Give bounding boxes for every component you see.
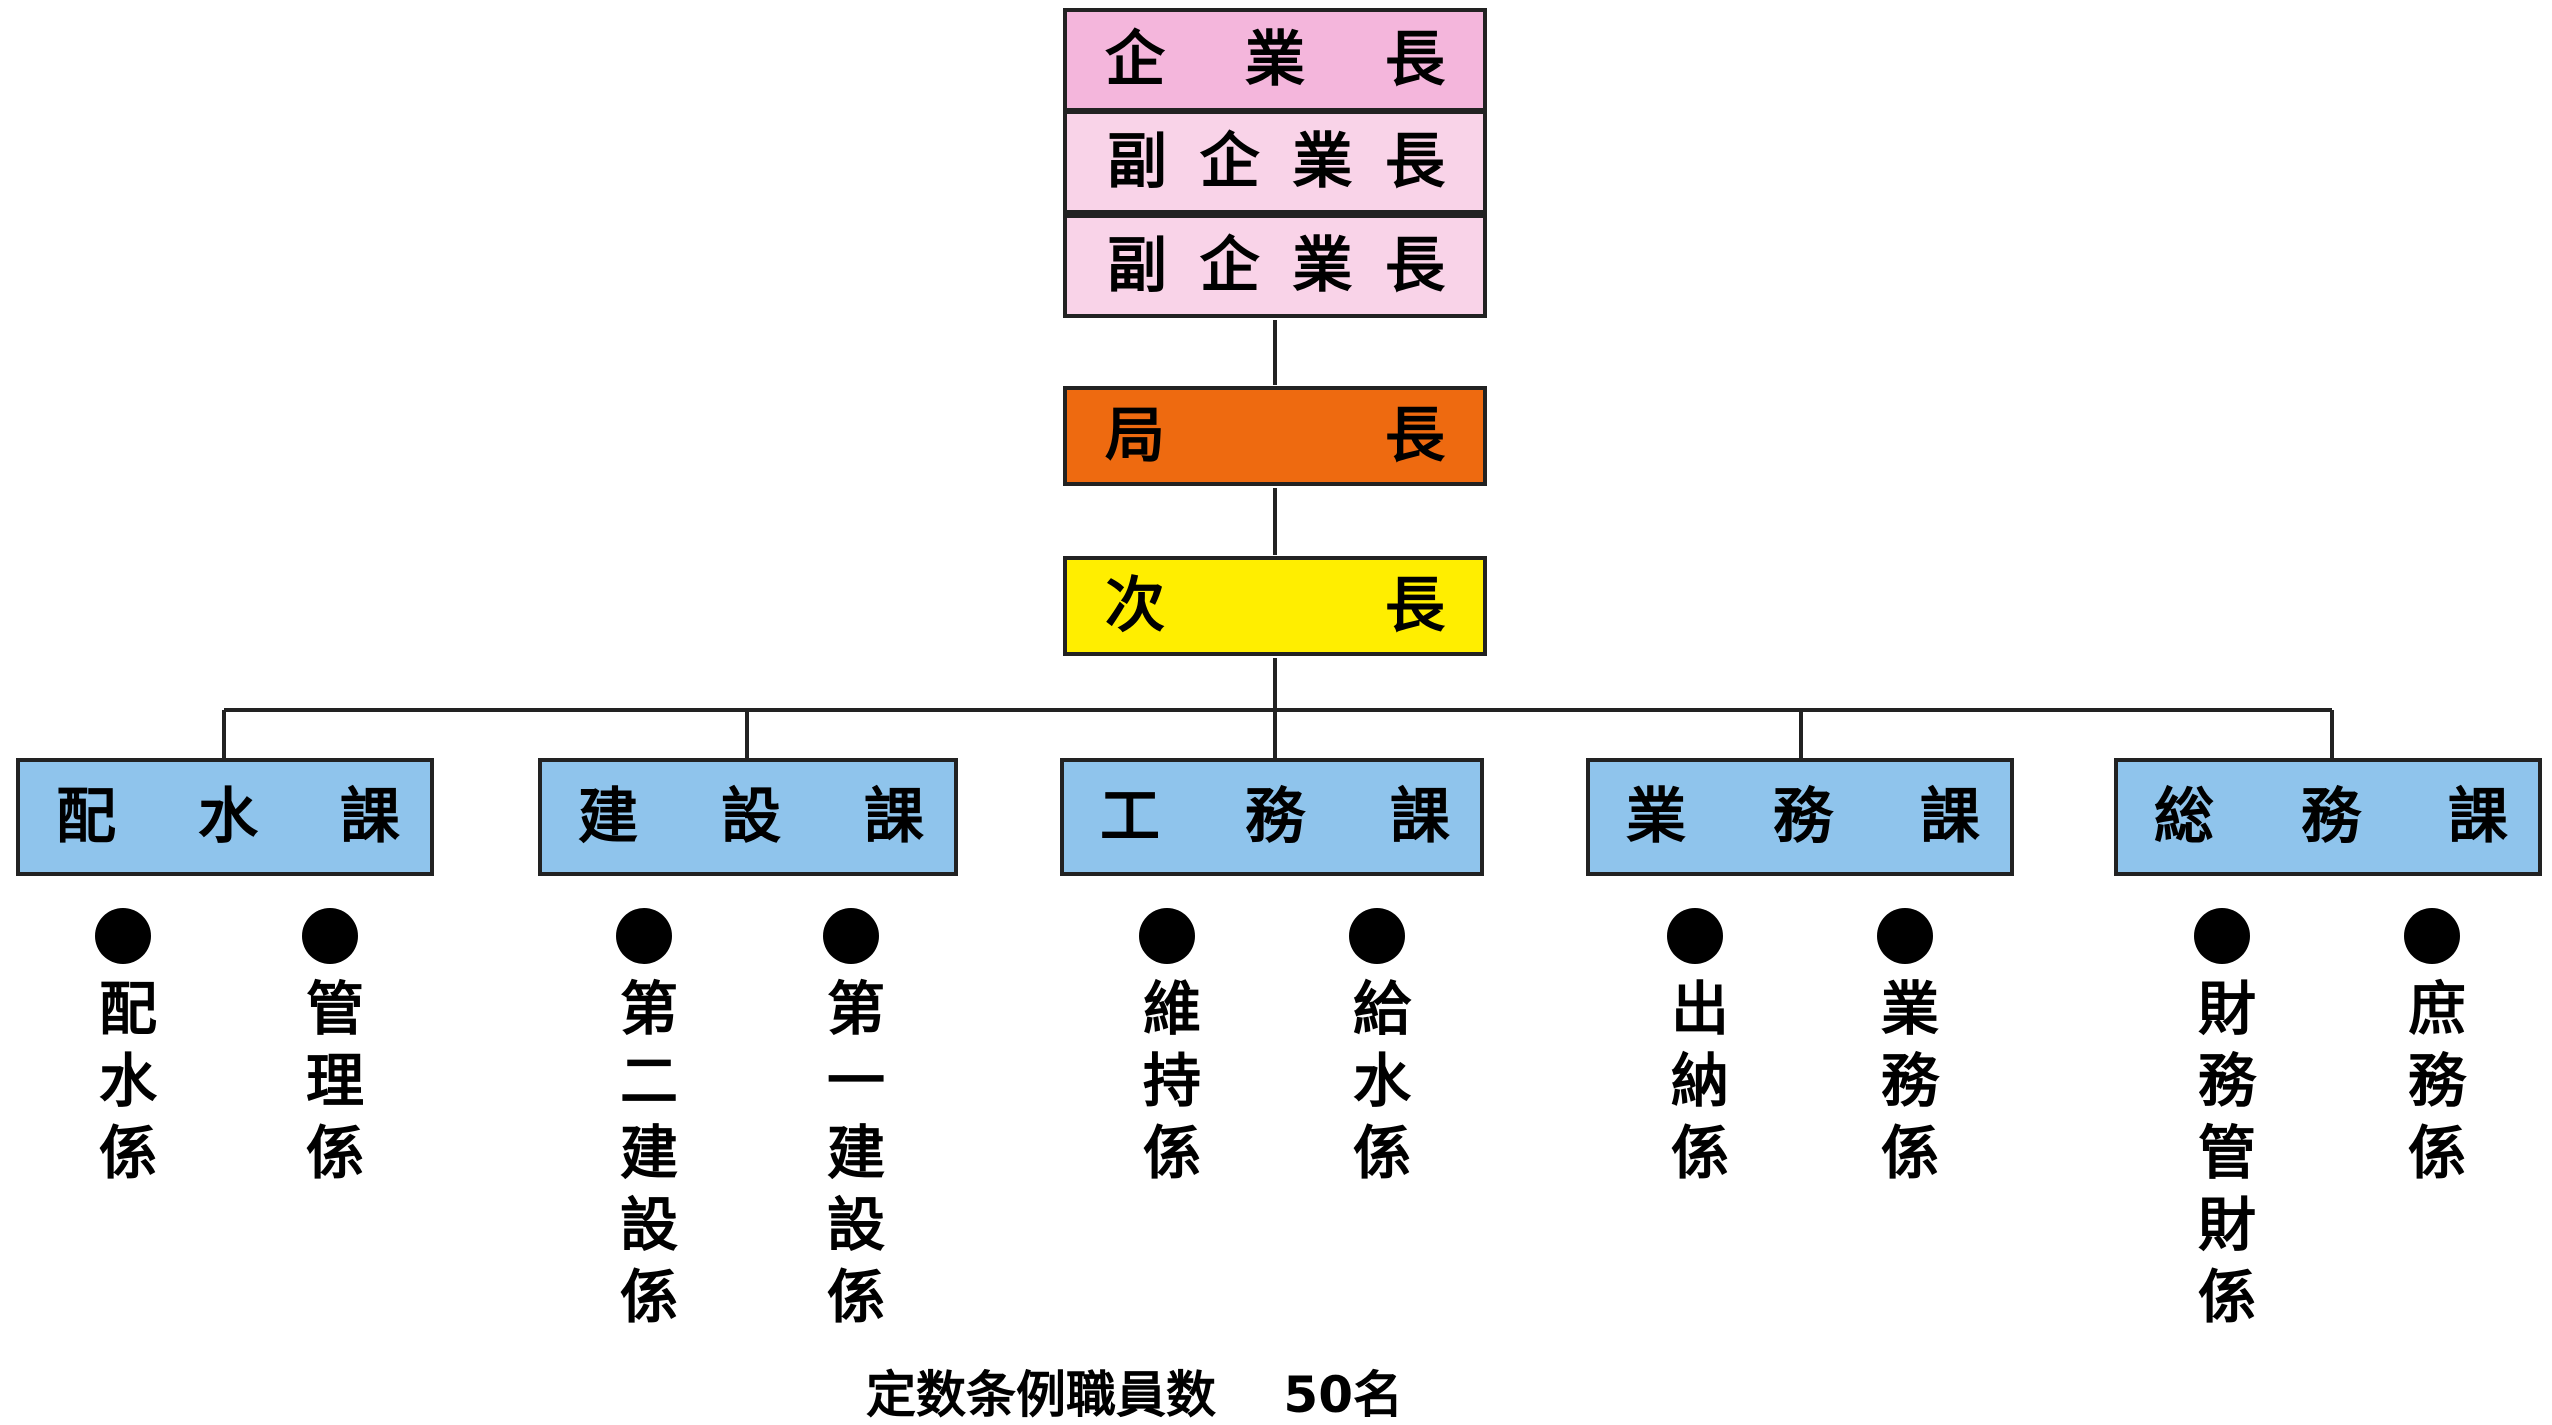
- deputy-director-char: 長: [1385, 571, 1445, 641]
- bullet-dot: [616, 908, 672, 964]
- section-kanri-gakari: 管理係: [290, 908, 370, 1194]
- staff-quota-note: 定数条例職員数 50名: [866, 1366, 1403, 1424]
- section-label: 管理係: [296, 978, 364, 1194]
- bullet-dot: [302, 908, 358, 964]
- director-box: 局 長: [1063, 386, 1487, 486]
- section-label: 業務係: [1871, 978, 1939, 1194]
- vice-executive-char: 長: [1384, 127, 1445, 197]
- executive-char: 企: [1105, 25, 1165, 95]
- executive-char: 長: [1385, 25, 1445, 95]
- department-char: 水: [198, 782, 258, 852]
- department-char: 設: [721, 782, 781, 852]
- section-label: 第一建設係: [817, 978, 885, 1338]
- vice-executive-char: 長: [1384, 231, 1445, 301]
- department-box-gyoumu: 業 務 課: [1586, 758, 2014, 876]
- director-char: 局: [1105, 401, 1165, 471]
- vice-executive-char: 副: [1107, 127, 1167, 197]
- bullet-dot: [1349, 908, 1405, 964]
- department-char: 総: [2154, 782, 2214, 852]
- department-box-haisui: 配 水 課: [16, 758, 434, 876]
- deputy-director-char: 次: [1105, 571, 1165, 641]
- bullet-dot: [1667, 908, 1723, 964]
- department-char: 課: [864, 782, 924, 852]
- section-shomu-gakari: 庶務係: [2392, 908, 2472, 1194]
- bullet-dot: [1139, 908, 1195, 964]
- department-box-soumu: 総 務 課: [2114, 758, 2542, 876]
- section-gyoumu-gakari: 業務係: [1865, 908, 1945, 1194]
- department-char: 業: [1626, 782, 1686, 852]
- section-label: 第二建設係: [610, 978, 678, 1338]
- vice-executive-box-1: 副 企 業 長: [1063, 110, 1487, 214]
- section-daini-kensetsu-gakari: 第二建設係: [604, 908, 684, 1338]
- executive-char: 業: [1245, 25, 1305, 95]
- department-char: 務: [1245, 782, 1305, 852]
- section-label: 財務管財係: [2188, 978, 2256, 1338]
- department-char: 務: [1773, 782, 1833, 852]
- bullet-dot: [2404, 908, 2460, 964]
- section-daiichi-kensetsu-gakari: 第一建設係: [811, 908, 891, 1338]
- section-label: 維持係: [1133, 978, 1201, 1194]
- deputy-director-box: 次 長: [1063, 556, 1487, 656]
- section-label: 庶務係: [2398, 978, 2466, 1194]
- section-haisui-gakari: 配水係: [83, 908, 163, 1194]
- bullet-dot: [1877, 908, 1933, 964]
- director-char: 長: [1385, 401, 1445, 471]
- department-char: 課: [2448, 782, 2508, 852]
- department-char: 建: [578, 782, 638, 852]
- department-char: 務: [2301, 782, 2361, 852]
- department-box-koumu: 工 務 課: [1060, 758, 1484, 876]
- vice-executive-char: 企: [1199, 231, 1260, 301]
- section-zaimu-kanzai-gakari: 財務管財係: [2182, 908, 2262, 1338]
- vice-executive-char: 業: [1292, 127, 1353, 197]
- department-char: 課: [340, 782, 400, 852]
- bullet-dot: [823, 908, 879, 964]
- vice-executive-char: 業: [1292, 231, 1353, 301]
- section-kyusui-gakari: 給水係: [1337, 908, 1417, 1194]
- vice-executive-box-2: 副 企 業 長: [1063, 214, 1487, 318]
- vice-executive-char: 企: [1199, 127, 1260, 197]
- vice-executive-char: 副: [1107, 231, 1167, 301]
- bullet-dot: [2194, 908, 2250, 964]
- bullet-dot: [95, 908, 151, 964]
- section-suitou-gakari: 出納係: [1655, 908, 1735, 1194]
- section-label: 給水係: [1343, 978, 1411, 1194]
- section-iji-gakari: 維持係: [1127, 908, 1207, 1194]
- executive-box: 企 業 長: [1063, 8, 1487, 112]
- department-box-kensetsu: 建 設 課: [538, 758, 958, 876]
- department-char: 工: [1100, 782, 1160, 852]
- section-label: 出納係: [1661, 978, 1729, 1194]
- department-char: 配: [56, 782, 116, 852]
- department-char: 課: [1390, 782, 1450, 852]
- department-char: 課: [1920, 782, 1980, 852]
- section-label: 配水係: [89, 978, 157, 1194]
